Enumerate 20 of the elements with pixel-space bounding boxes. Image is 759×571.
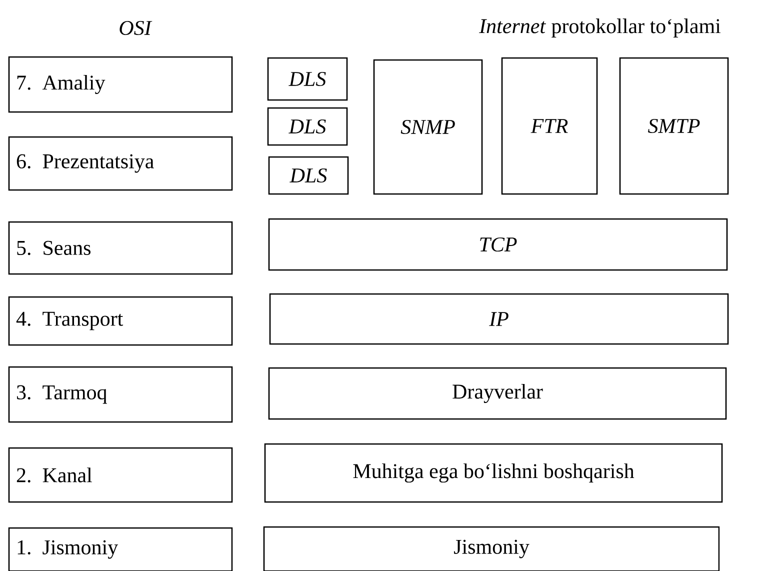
layer-box: IP (269, 293, 729, 345)
layer-box: SMTP (619, 57, 729, 195)
layer-box: 2. Kanal (8, 447, 233, 503)
layer-box: 4. Transport (8, 296, 233, 346)
layer-box: 7. Amaliy (8, 56, 233, 113)
layer-box: Muhitga ega bo‘lishni boshqarish (264, 443, 723, 503)
layer-box: Drayverlar (268, 367, 727, 420)
column-heading: Internet protokollar to‘plami (479, 18, 721, 38)
layer-box: DLS (268, 156, 349, 195)
layer-box: 6. Prezentatsiya (8, 136, 233, 191)
layer-box: DLS (267, 107, 348, 146)
layer-box: TCP (268, 218, 728, 271)
layer-box: Jismoniy (263, 526, 720, 571)
layer-box: 1. Jismoniy (8, 527, 233, 571)
column-heading: OSI (120, 20, 152, 36)
layer-box: DLS (267, 57, 348, 101)
layer-box: 3. Tarmoq (8, 366, 233, 423)
layer-box: SNMP (373, 59, 483, 195)
layer-box: 5. Seans (8, 221, 233, 275)
layer-box: FTR (501, 57, 598, 195)
